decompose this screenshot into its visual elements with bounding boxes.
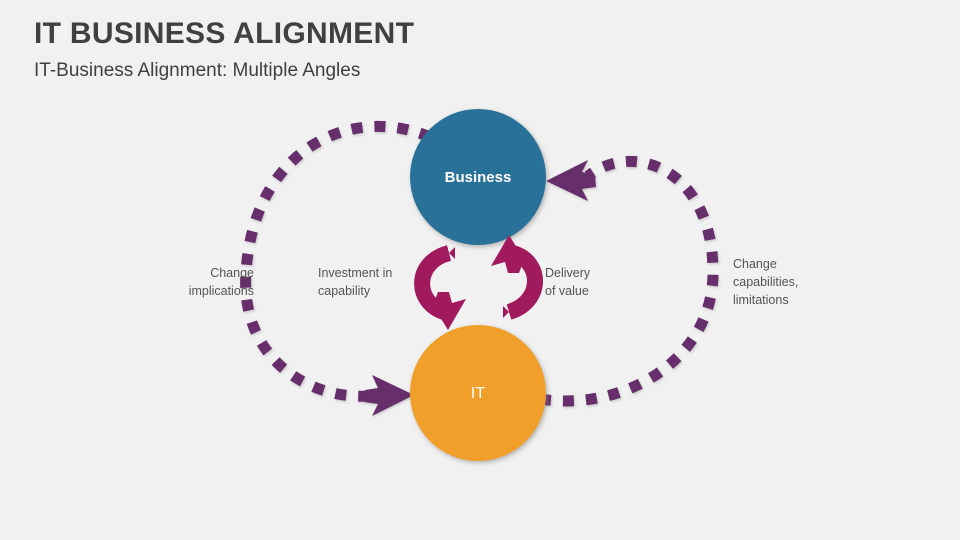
left-loop-arrow xyxy=(240,120,433,416)
label-delivery-of-value: Delivery of value xyxy=(545,266,591,299)
page-subtitle: IT-Business Alignment: Multiple Angles xyxy=(34,60,361,81)
label-change-implications: Change implications xyxy=(188,266,254,299)
label-change-capabilities-limitations: Change capabilities, limitations xyxy=(733,257,799,308)
label-investment-in-capability: Investment in capability xyxy=(318,266,393,299)
node-it[interactable]: IT xyxy=(410,325,546,461)
node-business[interactable]: Business xyxy=(410,109,546,245)
inner-arrow-delivery xyxy=(491,235,543,320)
node-it-label: IT xyxy=(471,385,485,402)
right-loop-arrow xyxy=(539,156,719,407)
inner-arrow-investment xyxy=(414,245,466,330)
node-business-label: Business xyxy=(445,169,512,186)
page-title: IT BUSINESS ALIGNMENT xyxy=(34,17,415,50)
